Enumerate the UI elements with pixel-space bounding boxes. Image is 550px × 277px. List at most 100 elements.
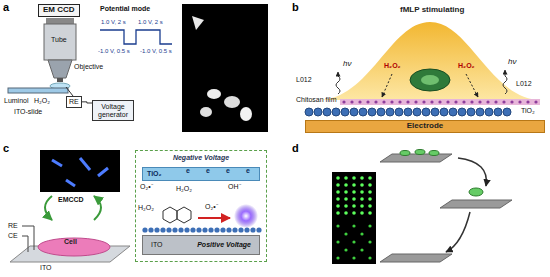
electrode-box: RE xyxy=(66,96,82,108)
tio2-particle xyxy=(208,227,213,232)
tio2-particle xyxy=(160,227,165,232)
electrode-wire xyxy=(66,87,73,96)
potential-value: -1.0 V, 0.5 s xyxy=(140,48,172,55)
stimulus-label: fMLP stimulating xyxy=(400,6,464,15)
tio2-particle xyxy=(190,227,195,232)
cell-streak xyxy=(52,160,62,166)
array-dot xyxy=(360,183,364,187)
probe-label: L012 xyxy=(296,76,312,84)
device-slab xyxy=(380,254,452,262)
array-dot xyxy=(352,204,356,208)
tio2-particle xyxy=(341,108,349,116)
ecl-image xyxy=(40,150,120,192)
tio2-particle xyxy=(332,108,340,116)
mechanism-box: Negative VoltageTiO₂ITOPositive Voltage xyxy=(135,150,267,262)
array-dot xyxy=(360,211,364,215)
array-dot xyxy=(368,240,371,243)
array-dot xyxy=(344,183,348,187)
cell-streak xyxy=(66,180,75,186)
tio2-particle xyxy=(172,227,177,232)
tube-body xyxy=(44,24,76,60)
species-label: H₂O₂ xyxy=(138,204,154,212)
array-dot xyxy=(368,256,371,259)
chitosan-dot xyxy=(534,100,537,103)
array-dot xyxy=(344,211,348,215)
tio2-particle xyxy=(196,227,201,232)
potential-value: -1.0 V, 0.5 s xyxy=(98,48,130,55)
reaction-arrow xyxy=(198,217,230,219)
chitosan-dot xyxy=(382,100,385,103)
potential-waveform xyxy=(100,30,172,44)
tio2-particle xyxy=(485,108,493,116)
tio2-particle xyxy=(323,108,331,116)
species-label: H₂O₂ xyxy=(458,62,475,70)
array-dot xyxy=(352,176,356,180)
potential-value: 1.0 V, 2 s xyxy=(138,19,163,26)
device-slab xyxy=(440,200,512,208)
cell-blob xyxy=(200,107,212,117)
node-text: Electrode xyxy=(306,122,544,131)
tio2-particle xyxy=(413,108,421,116)
tio2-particle xyxy=(250,227,255,232)
probe-label: L012 xyxy=(516,80,532,88)
wire-connector xyxy=(82,102,92,103)
cycle-arrow xyxy=(94,196,101,220)
array-image xyxy=(332,172,376,264)
node-text: ITO xyxy=(151,241,163,249)
chitosan-dot xyxy=(390,100,393,103)
light-arrow xyxy=(503,70,507,94)
light-label: hν xyxy=(508,58,516,67)
array-dot xyxy=(352,197,356,201)
tio2-particle xyxy=(494,108,502,116)
device-slab xyxy=(380,154,452,162)
light-arrow xyxy=(336,72,340,94)
array-dot xyxy=(360,176,364,180)
array-dot xyxy=(344,197,348,201)
cell-blob xyxy=(224,96,240,108)
species-label: OH⁻ xyxy=(228,183,241,191)
tio2-particle xyxy=(422,108,430,116)
ito-slide xyxy=(8,88,68,93)
diffusion-arrow xyxy=(466,74,478,97)
array-dot xyxy=(360,232,363,235)
tio2-particle xyxy=(377,108,385,116)
species-label: H₂O₂ xyxy=(384,62,401,70)
chitosan-dot xyxy=(526,100,529,103)
chitosan-dot xyxy=(438,100,441,103)
h2o2-cloud xyxy=(318,22,542,100)
array-dot xyxy=(368,190,372,194)
chitosan-dot xyxy=(518,100,521,103)
tio2-particle xyxy=(232,227,237,232)
array-dot xyxy=(336,176,340,180)
camera-mount xyxy=(46,18,74,24)
array-dot xyxy=(336,256,339,259)
array-dot xyxy=(352,256,355,259)
part-label: Tube xyxy=(51,36,67,44)
array-dot xyxy=(336,204,340,208)
array-dot xyxy=(344,248,347,251)
array-dot xyxy=(368,176,372,180)
cell-label: Cell xyxy=(64,238,77,246)
tio2-particle xyxy=(202,227,207,232)
layer-label: Chitosan film xyxy=(296,96,336,104)
luminol-ring xyxy=(177,207,191,223)
chitosan-dot xyxy=(342,100,345,103)
cycle-arrow xyxy=(45,196,52,220)
tio2-particle xyxy=(476,108,484,116)
node-text: RE xyxy=(69,98,79,106)
tio2-particle xyxy=(395,108,403,116)
cell-dot xyxy=(415,150,425,155)
panel-letter: c xyxy=(3,142,9,154)
reagent-label: H₂O₂ xyxy=(34,97,50,105)
array-dot xyxy=(360,197,364,201)
cell-nucleus xyxy=(421,75,439,85)
chitosan-dot xyxy=(470,100,473,103)
array-dot xyxy=(368,211,372,215)
tio2-particle xyxy=(440,108,448,116)
tio2-particle xyxy=(184,227,189,232)
electron-label: e xyxy=(246,167,250,175)
particle-layer xyxy=(305,100,538,116)
array-dot xyxy=(368,197,372,201)
cell-blob xyxy=(192,16,204,30)
chitosan-dot xyxy=(462,100,465,103)
